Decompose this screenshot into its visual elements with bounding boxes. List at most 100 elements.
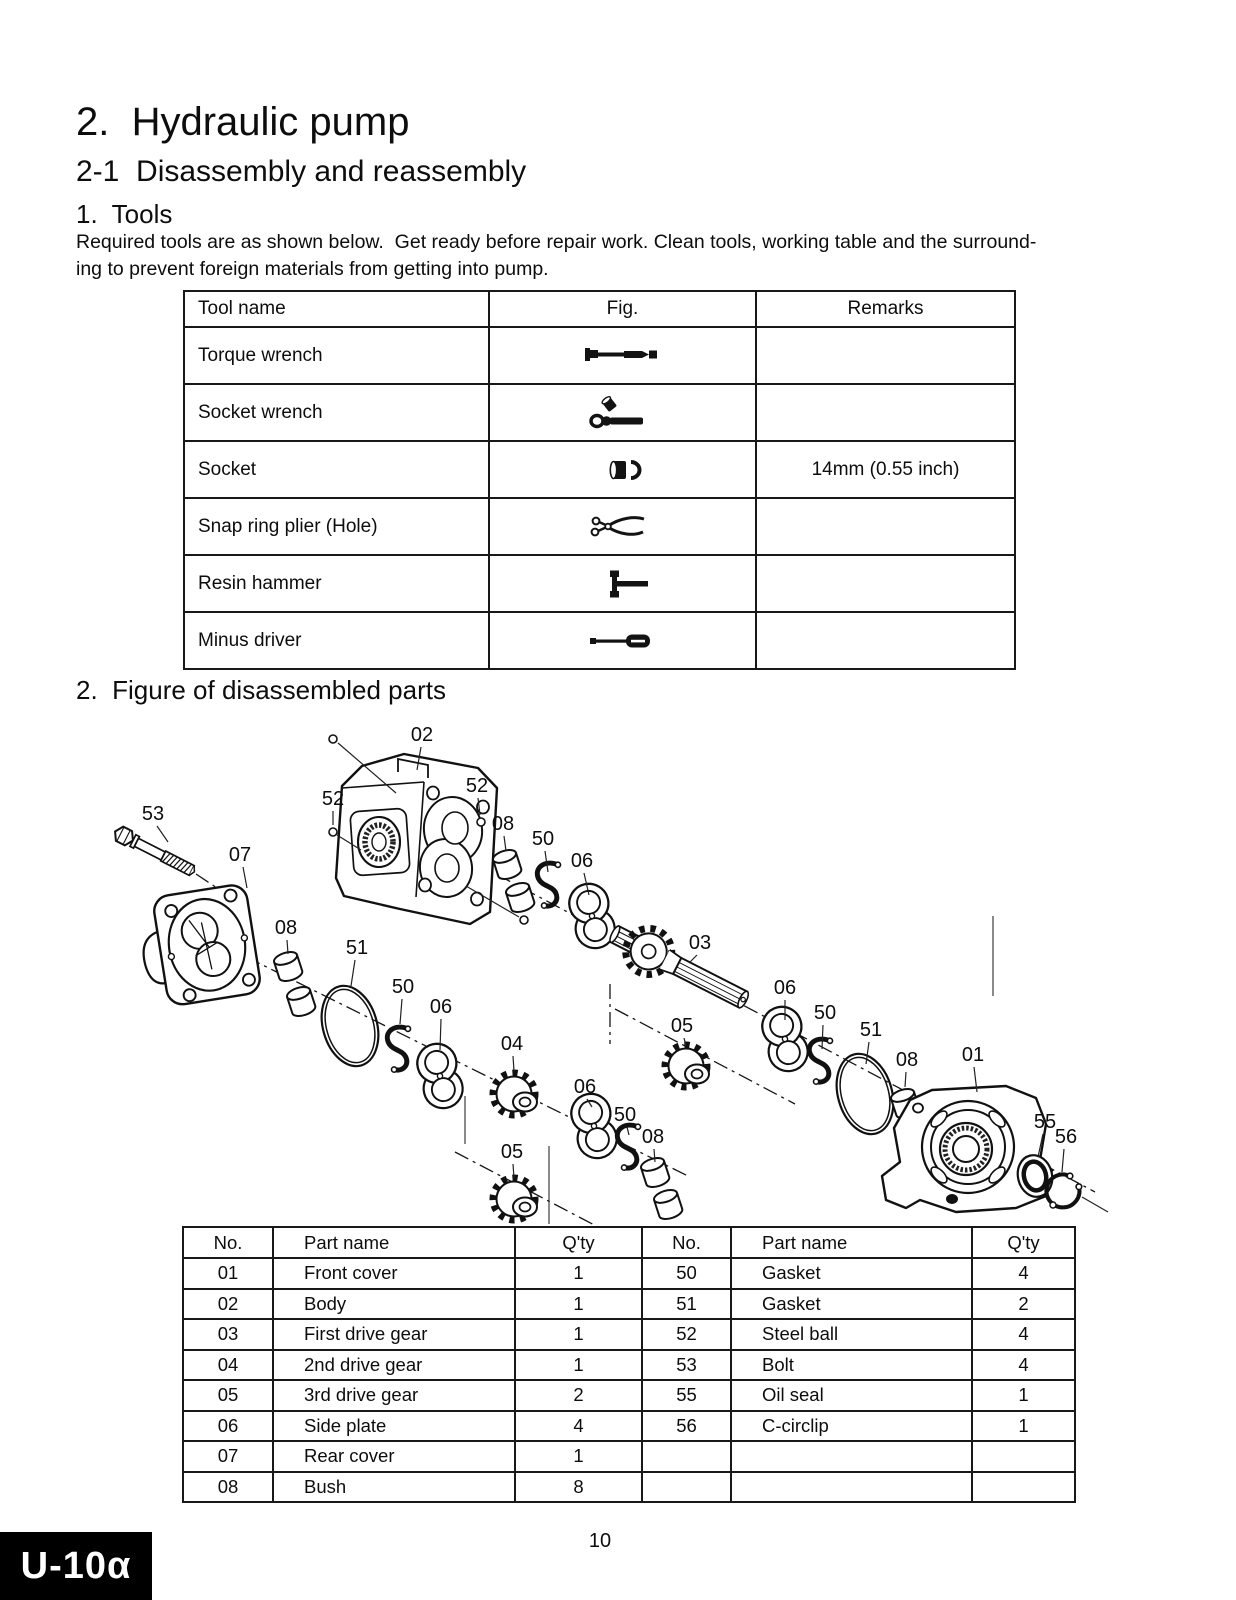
label-leader-line xyxy=(512,1055,515,1072)
parts-header-cell: No. xyxy=(182,1226,274,1259)
bush-parts-left xyxy=(271,948,318,1020)
snap-ring-plier-icon xyxy=(590,515,644,536)
parts-cell: 50 xyxy=(641,1257,732,1290)
parts-header-cell: Part name xyxy=(730,1226,973,1259)
tools-header-cell: Tool name xyxy=(183,290,490,328)
side-plate-part xyxy=(412,1038,468,1114)
parts-cell: 1 xyxy=(514,1440,643,1473)
bolt-part xyxy=(114,825,196,877)
label-leader-line xyxy=(688,954,698,964)
parts-cell: Steel ball xyxy=(730,1318,973,1351)
parts-cell: 1 xyxy=(514,1348,643,1381)
parts-cell xyxy=(641,1440,732,1473)
intro-line-2: ing to prevent foreign materials from ge… xyxy=(76,257,549,280)
part-labels: 0252525307085150060405065008050308500606… xyxy=(142,724,1077,1179)
parts-cell: 4 xyxy=(514,1409,643,1442)
label-leader-line xyxy=(286,939,289,955)
tool-name-cell: Torque wrench xyxy=(183,326,490,385)
label-leader-line xyxy=(399,998,403,1025)
part-label: 06 xyxy=(574,1076,596,1098)
tool-name-cell: Socket xyxy=(183,440,490,499)
parts-cell: First drive gear xyxy=(272,1318,516,1351)
part-label: 51 xyxy=(860,1019,882,1041)
label-leader-line xyxy=(503,835,507,852)
parts-cell: 03 xyxy=(182,1318,274,1351)
tools-table-row: Socket wrench xyxy=(183,383,1016,442)
tool-name-cell: Resin hammer xyxy=(183,554,490,613)
parts-cell: 05 xyxy=(182,1379,274,1412)
parts-header-cell: Part name xyxy=(272,1226,516,1259)
parts-cell: Oil seal xyxy=(730,1379,973,1412)
socket-icon xyxy=(608,459,641,480)
tool-fig-cell xyxy=(488,383,757,442)
label-leader-line xyxy=(156,825,169,843)
parts-cell: 1 xyxy=(514,1257,643,1290)
part-label: 06 xyxy=(430,996,452,1018)
part-label: 05 xyxy=(671,1015,693,1037)
tool-fig-cell xyxy=(488,497,757,556)
label-leader-line xyxy=(626,1126,630,1136)
tools-header-cell: Remarks xyxy=(755,290,1016,328)
first-drive-gear-part xyxy=(609,924,750,1009)
part-label: 05 xyxy=(501,1141,523,1163)
parts-cell: 07 xyxy=(182,1440,274,1473)
parts-cell: 1 xyxy=(971,1379,1076,1412)
minus-driver-icon xyxy=(589,634,650,647)
parts-cell: 3rd drive gear xyxy=(272,1379,516,1412)
parts-cell: Bolt xyxy=(730,1348,973,1381)
part-label: 50 xyxy=(814,1002,836,1024)
part-label: 04 xyxy=(501,1033,523,1055)
label-leader-line xyxy=(586,1098,593,1108)
bush-parts-mid xyxy=(638,1154,685,1223)
label-leader-line xyxy=(544,850,549,873)
parts-cell: 2 xyxy=(971,1287,1076,1320)
third-drive-gear-part xyxy=(493,1178,537,1220)
part-label: 08 xyxy=(275,917,297,939)
part-label: 08 xyxy=(492,813,514,835)
parts-cell: Front cover xyxy=(272,1257,516,1290)
tool-fig-cell xyxy=(488,554,757,613)
tools-table-row: Resin hammer xyxy=(183,554,1016,613)
page-number: 10 xyxy=(588,1530,612,1552)
parts-cell: 06 xyxy=(182,1409,274,1442)
part-label: 06 xyxy=(774,977,796,999)
part-label: 08 xyxy=(642,1126,664,1148)
part-label: 01 xyxy=(962,1044,984,1066)
parts-cell: 1 xyxy=(971,1409,1076,1442)
part-label: 06 xyxy=(571,850,593,872)
tool-name-cell: Socket wrench xyxy=(183,383,490,442)
part-label: 52 xyxy=(322,788,344,810)
tools-table-row: Snap ring plier (Hole) xyxy=(183,497,1016,556)
tool-name-cell: Minus driver xyxy=(183,611,490,670)
part-label: 50 xyxy=(392,976,414,998)
parts-cell: 4 xyxy=(971,1348,1076,1381)
label-leader-line xyxy=(477,797,481,816)
tool-name-cell: Snap ring plier (Hole) xyxy=(183,497,490,556)
tool-remarks-cell xyxy=(755,611,1016,670)
gasket-clip-part xyxy=(383,1025,419,1073)
parts-cell: 01 xyxy=(182,1257,274,1290)
tool-remarks-cell xyxy=(755,326,1016,385)
front-cover-part xyxy=(880,1084,1054,1214)
parts-cell: 2 xyxy=(514,1379,643,1412)
torque-wrench-icon xyxy=(584,347,657,361)
tools-table-row: Torque wrench xyxy=(183,326,1016,385)
part-label: 56 xyxy=(1055,1126,1077,1148)
parts-cell: Bush xyxy=(272,1470,516,1503)
parts-cell: C-circlip xyxy=(730,1409,973,1442)
label-leader-line xyxy=(416,746,422,771)
label-leader-line xyxy=(583,872,590,896)
page-title: 2. Hydraulic pump xyxy=(76,100,410,144)
third-drive-gear-part xyxy=(665,1045,709,1087)
part-label: 08 xyxy=(896,1049,918,1071)
label-leader-line xyxy=(512,1163,515,1179)
parts-cell: 55 xyxy=(641,1379,732,1412)
parts-cell: 56 xyxy=(641,1409,732,1442)
parts-cell: 53 xyxy=(641,1348,732,1381)
model-label: U-10α xyxy=(20,1544,132,1587)
